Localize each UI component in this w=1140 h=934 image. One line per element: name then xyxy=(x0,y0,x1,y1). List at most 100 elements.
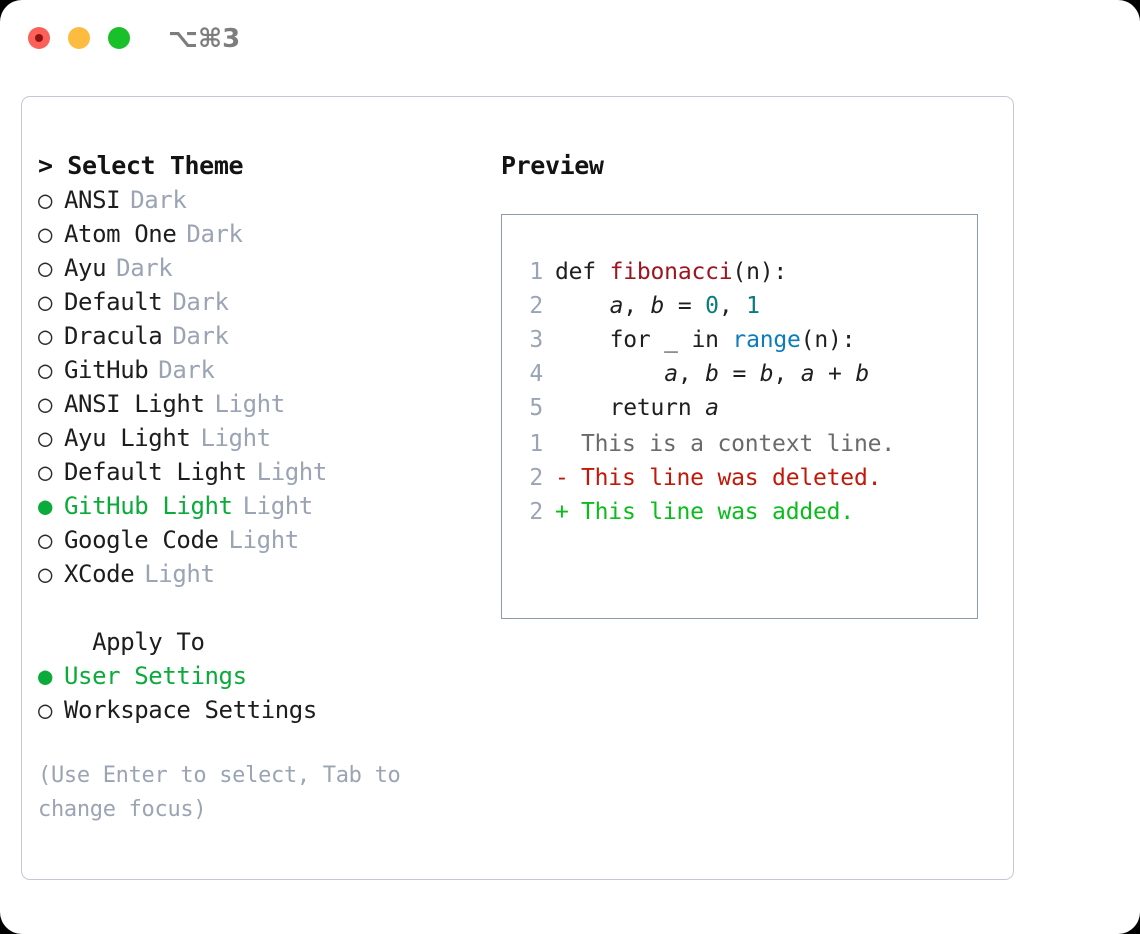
maximize-window-icon[interactable] xyxy=(108,27,130,49)
code-token-var: b xyxy=(705,361,719,387)
code-token-plain xyxy=(555,361,664,387)
code-token-plain: return xyxy=(555,395,706,421)
code-token-num: 1 xyxy=(746,293,760,319)
line-number: 2 xyxy=(529,293,543,319)
code-token-plain: , xyxy=(677,361,706,387)
radio-unselected-icon: ○ xyxy=(38,526,53,554)
apply-to-option-name: User Settings xyxy=(64,662,247,690)
diff-line-context: 1 This is a context line. xyxy=(521,427,895,461)
radio-unselected-icon: ○ xyxy=(38,696,53,724)
radio-unselected-icon: ○ xyxy=(38,322,53,350)
code-token-var: a xyxy=(609,293,624,319)
keyboard-hint-text: (Use Enter to select, Tab to change focu… xyxy=(38,763,401,822)
theme-option-default-light[interactable]: ○ Default Light Light xyxy=(38,455,498,489)
theme-variant-tag: Dark xyxy=(116,254,173,282)
diff-sample: 1 This is a context line.2-This line was… xyxy=(521,427,895,529)
diff-line-deleted: 2-This line was deleted. xyxy=(521,461,895,495)
title-bar: ⌥⌘3 xyxy=(0,0,1140,76)
theme-option-name: Atom One xyxy=(64,220,177,248)
theme-variant-tag: Light xyxy=(256,458,328,486)
radio-unselected-icon: ○ xyxy=(38,458,53,486)
code-line: 3 for _ in range(n): xyxy=(521,323,869,357)
code-line: 5 return a xyxy=(521,391,869,425)
diff-text: This line was deleted. xyxy=(581,465,882,491)
apply-to-option-user-settings[interactable]: ● User Settings xyxy=(38,659,498,693)
code-token-plain: , xyxy=(773,361,801,387)
apply-to-list[interactable]: ● User Settings ○ Workspace Settings xyxy=(38,659,498,727)
apply-to-heading: Apply To xyxy=(64,628,205,656)
radio-unselected-icon: ○ xyxy=(38,560,53,588)
code-line: 4 a, b = b, a + b xyxy=(521,357,869,391)
theme-option-name: Default Light xyxy=(64,458,247,486)
theme-option-name: GitHub xyxy=(64,356,149,384)
code-token-plain xyxy=(555,293,610,319)
line-number: 1 xyxy=(529,259,543,285)
radio-unselected-icon: ○ xyxy=(38,356,53,384)
radio-selected-icon: ● xyxy=(38,492,53,520)
apply-to-option-name: Workspace Settings xyxy=(64,696,317,724)
keyboard-shortcut-label: ⌥⌘3 xyxy=(168,24,241,54)
code-token-plain: def xyxy=(555,259,610,285)
code-token-plain: (n): xyxy=(800,327,856,353)
radio-unselected-icon: ○ xyxy=(38,186,53,214)
code-line: 2 a, b = 0, 1 xyxy=(521,289,869,323)
theme-variant-tag: Light xyxy=(214,390,286,418)
radio-selected-icon: ● xyxy=(38,662,53,690)
diff-line-added: 2+This line was added. xyxy=(521,495,895,529)
theme-option-name: XCode xyxy=(64,560,135,588)
code-token-var: b xyxy=(759,361,774,387)
traffic-light-group xyxy=(28,27,130,49)
theme-variant-tag: Dark xyxy=(172,288,229,316)
close-window-icon[interactable] xyxy=(28,27,50,49)
code-token-plain: + xyxy=(814,361,856,387)
code-token-plain: , xyxy=(718,293,747,319)
theme-option-github[interactable]: ○ GitHub Dark xyxy=(38,353,498,387)
theme-option-name: Ayu Light xyxy=(64,424,191,452)
line-number: 3 xyxy=(529,327,543,353)
apply-to-option-workspace-settings[interactable]: ○ Workspace Settings xyxy=(38,693,498,727)
code-token-var: a xyxy=(664,361,678,387)
line-number: 4 xyxy=(529,361,543,387)
diff-sign: - xyxy=(555,465,569,491)
theme-variant-tag: Dark xyxy=(130,186,187,214)
line-number: 1 xyxy=(529,431,543,457)
line-number: 2 xyxy=(529,499,543,525)
diff-sign xyxy=(555,427,581,461)
minimize-window-icon[interactable] xyxy=(68,27,90,49)
code-token-fn: fibonacci xyxy=(609,259,733,285)
line-number: 2 xyxy=(529,465,543,491)
theme-variant-tag: Dark xyxy=(186,220,243,248)
theme-variant-tag: Dark xyxy=(158,356,215,384)
code-token-var: b xyxy=(650,293,665,319)
radio-unselected-icon: ○ xyxy=(38,390,53,418)
diff-text: This is a context line. xyxy=(581,431,895,457)
radio-unselected-icon: ○ xyxy=(38,288,53,316)
code-token-plain: = xyxy=(718,361,760,387)
line-number: 5 xyxy=(529,395,543,421)
code-token-plain: = xyxy=(664,293,706,319)
code-token-plain: for _ in xyxy=(555,327,733,353)
radio-unselected-icon: ○ xyxy=(38,254,53,282)
code-token-var: b xyxy=(855,361,869,387)
theme-option-name: GitHub Light xyxy=(64,492,233,520)
theme-variant-tag: Light xyxy=(200,424,271,452)
code-token-builtin: range xyxy=(732,327,801,353)
theme-variant-tag: Light xyxy=(228,526,300,554)
